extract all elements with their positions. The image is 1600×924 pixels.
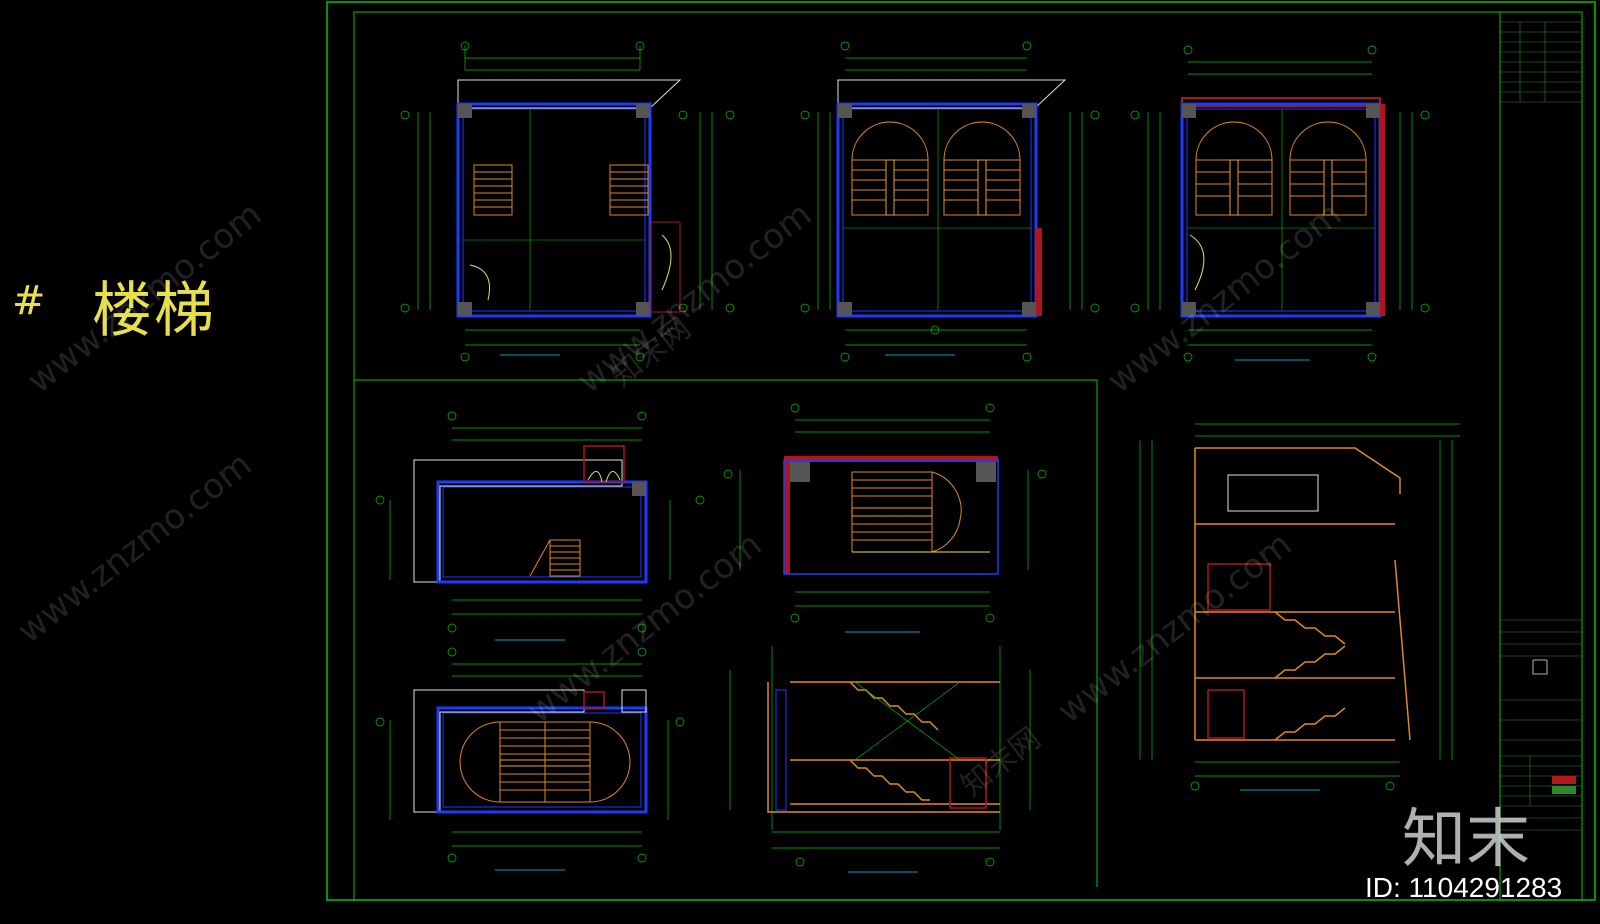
plan-4: [375, 411, 705, 641]
section-2: [1139, 423, 1460, 791]
plan-2: [800, 41, 1100, 362]
plan-1: [400, 41, 735, 362]
title-block: [1499, 11, 1583, 901]
image-id: ID: 1104291283: [1365, 872, 1563, 903]
drawing-title: 楼梯: [92, 276, 216, 346]
plan-6: [375, 647, 685, 871]
section-1: [729, 646, 1031, 873]
plan-5: [723, 403, 1047, 633]
plan-3: [1130, 45, 1430, 362]
brand-logo: 知末: [1402, 803, 1530, 877]
hash-symbol: #: [12, 278, 46, 324]
